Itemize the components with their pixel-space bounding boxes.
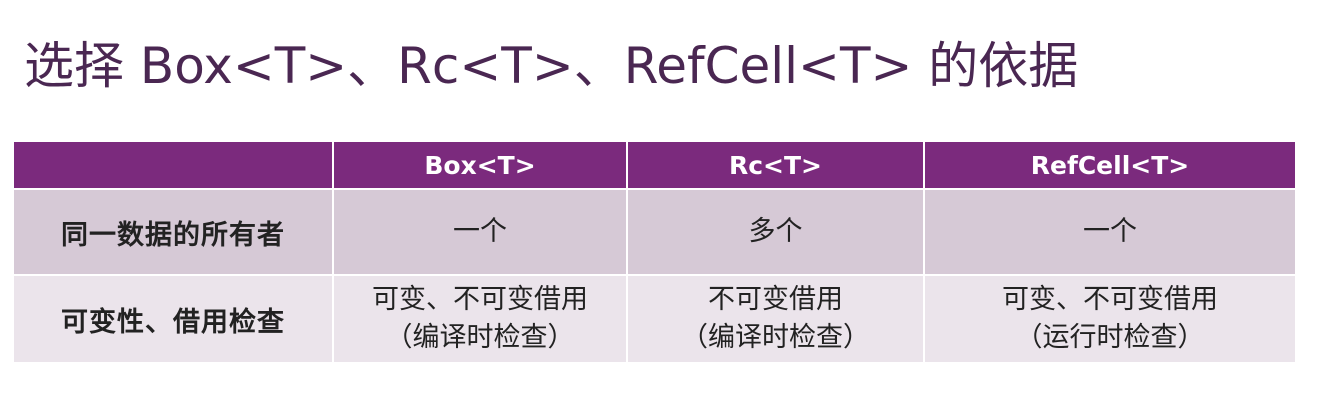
comparison-table: Box<T> Rc<T> RefCell<T> 同一数据的所有者 一个 多个 一… [12,140,1297,364]
cell-box-ownership: 一个 [332,188,628,276]
cell-text: 一个 [453,216,507,247]
cell-text-line2: （运行时检查） [1015,322,1205,353]
cell-refcell-ownership: 一个 [923,188,1297,276]
cell-box-mutability: 可变、不可变借用 （编译时检查） [332,274,628,364]
cell-text-line2: （编译时检查） [681,322,870,353]
table-header-row: Box<T> Rc<T> RefCell<T> [12,140,1297,190]
slide-title: 选择 Box<T>、Rc<T>、RefCell<T> 的依据 [24,37,1079,95]
header-cell-empty [12,140,334,190]
cell-rc-mutability: 不可变借用 （编译时检查） [626,274,925,364]
row-label-mutability: 可变性、借用检查 [12,274,334,364]
cell-text-line2: （编译时检查） [385,322,575,353]
table-row: 可变性、借用检查 可变、不可变借用 （编译时检查） 不可变借用 （编译时检查） … [12,274,1297,364]
cell-text-line1: 可变、不可变借用 [372,284,588,315]
header-cell-rc: Rc<T> [626,140,925,190]
header-cell-box: Box<T> [332,140,628,190]
cell-text: 一个 [1083,216,1137,247]
header-cell-refcell: RefCell<T> [923,140,1297,190]
cell-text: 多个 [748,216,803,247]
cell-rc-ownership: 多个 [626,188,925,276]
cell-text-line1: 不可变借用 [708,284,843,315]
cell-refcell-mutability: 可变、不可变借用 （运行时检查） [923,274,1297,364]
table-row: 同一数据的所有者 一个 多个 一个 [12,188,1297,276]
row-label-ownership: 同一数据的所有者 [12,188,334,276]
cell-text-line1: 可变、不可变借用 [1002,284,1218,315]
